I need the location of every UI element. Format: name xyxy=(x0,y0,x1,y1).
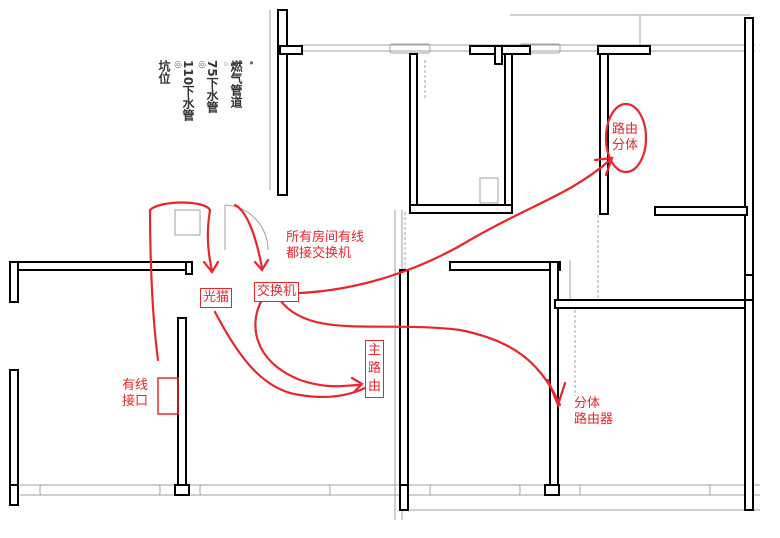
main-router-label: 主 路 由 xyxy=(365,340,385,398)
legend-item-75-drain: ◦75下水管 xyxy=(205,60,231,113)
legend-item-toilet: ◎坑位 xyxy=(157,60,183,84)
legend-item-110-drain: ◎110下水管 xyxy=(181,60,207,122)
satellite-router-label: 分体 路由器 xyxy=(574,396,614,428)
modem-label: 光猫 xyxy=(200,288,233,308)
walls xyxy=(9,9,754,511)
thin-plan-lines xyxy=(20,10,760,520)
router-satellite-label: 路由 分体 xyxy=(612,122,639,153)
legend: •燃气管道 ◦75下水管 ◎110下水管 ◎坑位 xyxy=(150,60,260,160)
legend-item-gas: •燃气管道 xyxy=(229,60,255,108)
cable-routes xyxy=(148,102,648,409)
switch-label: 交换机 xyxy=(254,282,300,302)
wired-port-label: 有线 接口 xyxy=(122,378,149,410)
wired-port-box xyxy=(157,377,179,415)
all-rooms-note: 所有房间有线 都接交换机 xyxy=(286,230,365,262)
